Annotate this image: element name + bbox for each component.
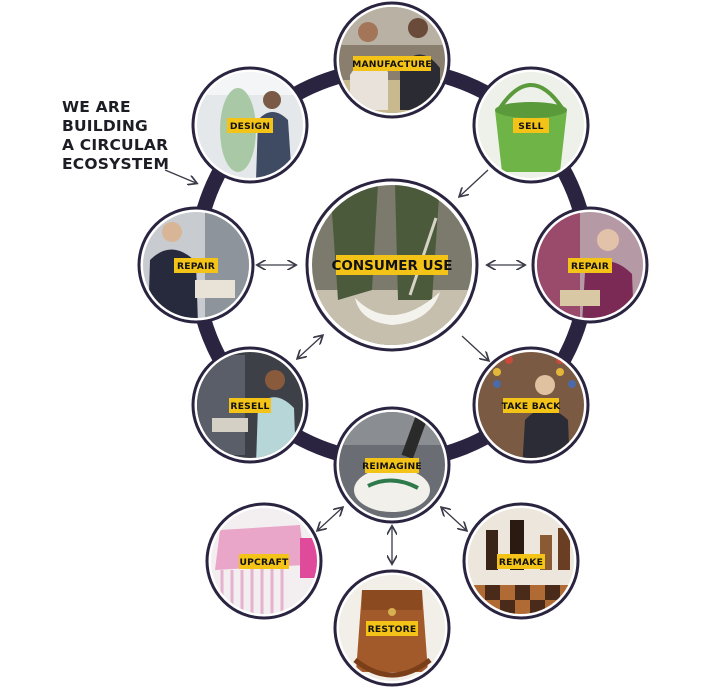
arrow-headline-to-design xyxy=(164,169,196,183)
node-resell[interactable]: RESELL xyxy=(190,345,310,465)
arrow-sell-to-consumer xyxy=(460,169,489,196)
node-take-back-label: TAKE BACK xyxy=(501,401,561,412)
arrow-take-back xyxy=(461,335,488,360)
node-manufacture[interactable]: MANUFACTURE xyxy=(330,0,460,120)
node-upcraft[interactable]: UPCRAFT xyxy=(205,500,325,625)
headline-line-1: WE ARE xyxy=(62,98,131,116)
node-consumer-use[interactable]: CONSUMER USE xyxy=(305,178,479,352)
node-repair-right-label: REPAIR xyxy=(571,261,609,272)
node-repair-left[interactable]: REPAIR xyxy=(137,205,260,325)
headline-line-2: BUILDING xyxy=(62,117,148,135)
arrow-remake xyxy=(442,508,466,530)
sewing-repair-photo xyxy=(143,212,249,318)
node-consumer-use-label: CONSUMER USE xyxy=(331,258,452,274)
node-remake-label: REMAKE xyxy=(499,557,543,568)
node-restore[interactable]: RESTORE xyxy=(332,568,452,693)
headline: WE ARE BUILDING A CIRCULAR ECOSYSTEM xyxy=(62,98,212,174)
arrow-resell xyxy=(298,336,322,358)
node-restore-label: RESTORE xyxy=(368,624,417,635)
headline-line-4: ECOSYSTEM xyxy=(62,155,170,173)
node-resell-label: RESELL xyxy=(230,401,269,412)
node-reimagine[interactable]: REIMAGINE xyxy=(332,405,452,525)
flow-arrows xyxy=(164,169,524,563)
node-upcraft-label: UPCRAFT xyxy=(239,557,289,568)
node-design[interactable]: DESIGN xyxy=(190,65,310,185)
node-remake[interactable]: REMAKE xyxy=(460,500,585,625)
node-manufacture-label: MANUFACTURE xyxy=(352,59,432,70)
node-sell-label: SELL xyxy=(518,121,543,132)
arrow-upcraft xyxy=(318,508,342,530)
node-reimagine-label: REIMAGINE xyxy=(362,461,422,472)
node-repair-left-label: REPAIR xyxy=(177,261,215,272)
headline-line-3: A CIRCULAR xyxy=(62,136,169,154)
node-take-back[interactable]: TAKE BACK xyxy=(470,345,595,470)
node-repair-right[interactable]: REPAIR xyxy=(530,205,650,325)
node-sell[interactable]: SELL xyxy=(470,65,595,190)
node-design-label: DESIGN xyxy=(230,121,270,132)
